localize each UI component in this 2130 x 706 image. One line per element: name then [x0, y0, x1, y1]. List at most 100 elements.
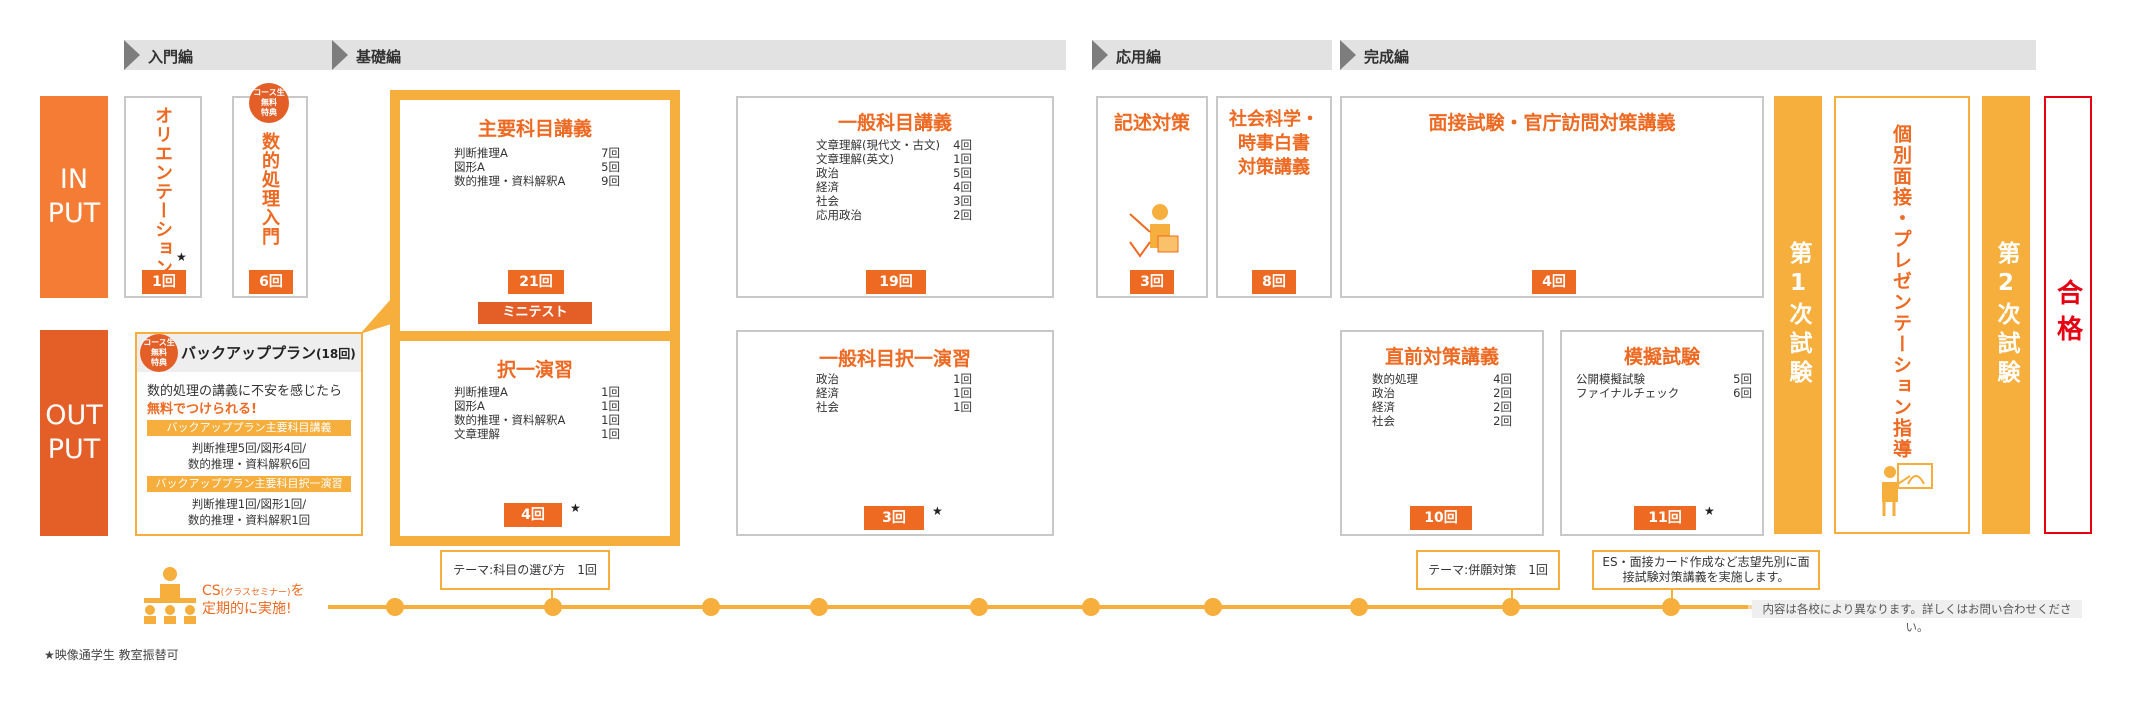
row-label-text: IN PUT — [47, 164, 101, 229]
count-badge: 6回 — [249, 270, 293, 294]
timeline-line — [328, 605, 1748, 609]
minitest-banner: ミニテスト — [478, 302, 592, 324]
individual-box: 個別面接・プレゼンテーション指導 — [1834, 96, 1970, 534]
phase-arrow-icon — [332, 40, 348, 70]
phase-bar-complete: 完成編 — [1340, 40, 2036, 70]
count-badge: 4回 — [1532, 270, 1576, 294]
callout-stem — [551, 590, 553, 602]
star-mark: ★ — [570, 501, 581, 515]
essay-title: 記述対策 — [1113, 112, 1190, 134]
orientation-title: オリエンテーション — [152, 106, 173, 277]
phase-arrow-icon — [124, 40, 140, 70]
star-mark: ★ — [1704, 504, 1715, 518]
cs-line2: 定期的に実施! — [202, 601, 292, 617]
interview-box: 面接試験・官庁訪問対策講義 4回 — [1340, 96, 1764, 298]
timeline-dot — [970, 598, 988, 616]
first-exam-bar: 第1次試験 — [1774, 96, 1822, 534]
free-badge-icon: コース生 無料 特典 — [249, 83, 289, 123]
backup-sub1-text1: 判断推理5回/図形4回/ — [191, 441, 307, 455]
main-lecture-title: 主要科目講義 — [477, 118, 592, 140]
backup-title-count: (18回) — [316, 347, 356, 361]
timeline-dot — [386, 598, 404, 616]
free-badge-icon: コース生 無料 特典 — [140, 334, 178, 372]
disclaimer-note: 内容は各校により異なります。詳しくはお問い合わせください。 — [1752, 600, 2082, 634]
backup-plan-box: バックアッププラン(18回) 数的処理の講義に不安を感じたら 無料でつけられる!… — [135, 332, 363, 536]
phase-label: 応用編 — [1116, 48, 1162, 66]
timeline-dot — [1662, 598, 1680, 616]
phase-label: 完成編 — [1364, 48, 1410, 66]
backup-sub2-text1: 判断推理1回/図形1回/ — [191, 497, 307, 511]
seminar-icon — [144, 567, 196, 624]
phase-arrow-icon — [1092, 40, 1108, 70]
math-intro-title: 数的処理入門 — [259, 132, 280, 246]
list-item: 文章理解(英文)1回 — [816, 152, 972, 166]
general-lecture-title: 一般科目講義 — [837, 112, 952, 134]
timeline-dot — [1502, 598, 1520, 616]
mock-exam-title: 模擬試験 — [1623, 346, 1700, 368]
backup-sub1-text2: 数的推理・資料解釈6回 — [187, 457, 311, 471]
pass-label: 合格 — [2052, 279, 2083, 351]
phase-bar-intro: 入門編 — [124, 40, 332, 70]
interview-title: 面接試験・官庁訪問対策講義 — [1428, 112, 1676, 134]
star-mark: ★ — [932, 504, 943, 518]
cs-line1: CS(クラスセミナー)を — [202, 583, 305, 599]
callout-stem — [1671, 590, 1673, 602]
social-title: 社会科学・ 時事白書 対策講義 — [1229, 109, 1319, 178]
count-badge: 8回 — [1252, 270, 1296, 294]
backup-line1: 数的処理の講義に不安を感じたら — [147, 384, 343, 399]
theme-callout: ES・面接カード作成など志望先別に面接試験対策講義を実施します。 — [1592, 550, 1820, 590]
backup-sub1-label: バックアッププラン主要科目講義 — [147, 420, 351, 436]
teacher-icon — [1129, 204, 1179, 258]
timeline-dot — [810, 598, 828, 616]
backup-sub2-text2: 数的推理・資料解釈1回 — [187, 513, 311, 527]
count-badge: 3回 — [1130, 270, 1174, 294]
theme-callout: テーマ:科目の選び方 1回 — [440, 550, 610, 590]
individual-title: 個別面接・プレゼンテーション指導 — [1890, 124, 1912, 460]
phase-label: 基礎編 — [356, 48, 402, 66]
orientation-box: オリエンテーション ★ 1回 — [124, 96, 202, 298]
count-badge: 19回 — [866, 270, 926, 294]
timeline-dot — [702, 598, 720, 616]
backup-title: バックアッププラン(18回) — [181, 342, 356, 363]
timeline-dot — [1082, 598, 1100, 616]
timeline-dot — [1204, 598, 1222, 616]
timeline-dot — [544, 598, 562, 616]
math-intro-box: 数的処理入門 6回 — [232, 96, 308, 298]
star-mark: ★ — [176, 250, 187, 264]
list-item: 文章理解(現代文・古文)4回 — [816, 138, 972, 152]
timeline-dot — [1350, 598, 1368, 616]
general-drill-title: 一般科目択一演習 — [818, 348, 971, 370]
phase-label: 入門編 — [148, 48, 194, 66]
count-badge: 3回 — [864, 506, 924, 530]
social-box: 社会科学・ 時事白書 対策講義 8回 — [1216, 96, 1332, 298]
count-badge: 21回 — [508, 270, 564, 294]
footnote: ★映像通学生 教室振替可 — [44, 648, 179, 662]
row-label-text: OUT PUT — [45, 400, 103, 465]
theme-callout: テーマ:併願対策 1回 — [1416, 550, 1560, 590]
